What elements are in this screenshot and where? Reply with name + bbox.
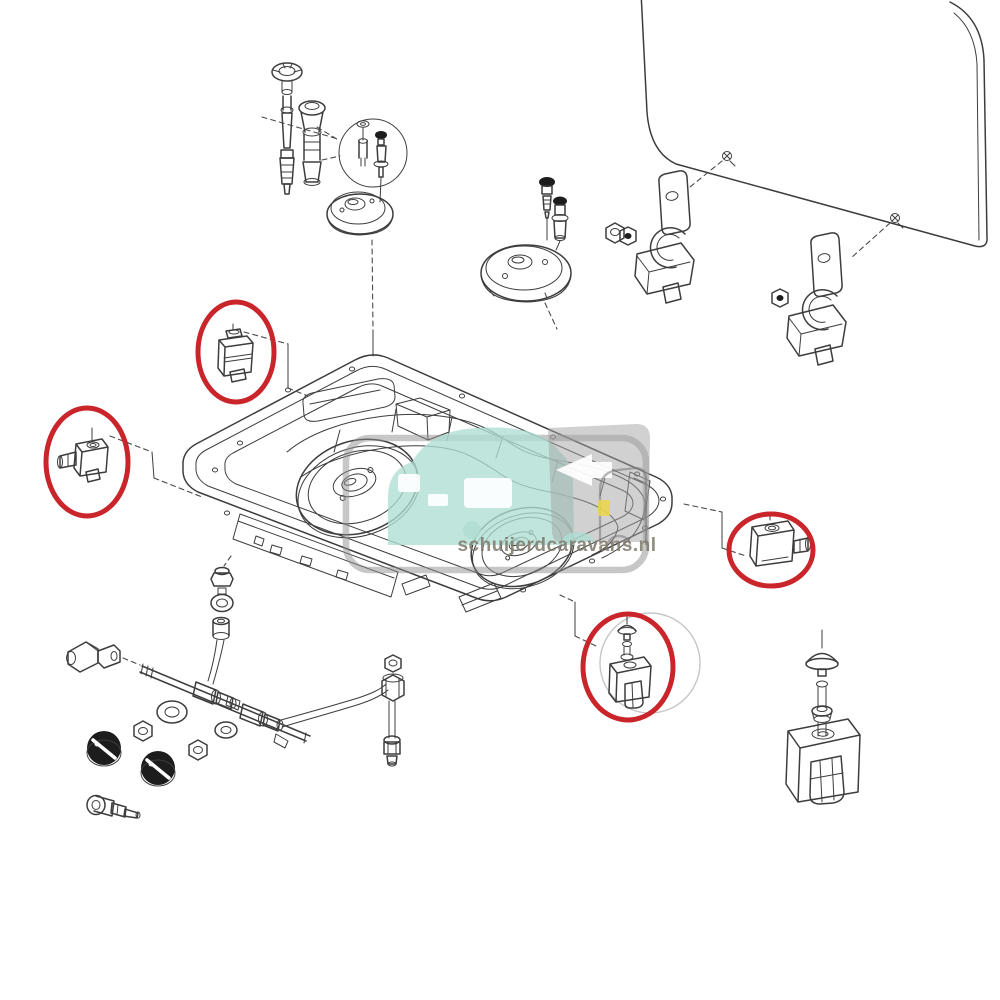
leader-bracket-left-corner	[151, 451, 155, 479]
jet-detail-circle	[338, 118, 408, 203]
gas-rail	[139, 663, 311, 744]
cap-nut	[210, 566, 234, 595]
leader-bracket-top	[243, 331, 309, 397]
lid-screw-2	[890, 213, 904, 229]
gas-tap-1	[192, 681, 237, 710]
leader-screw-2	[850, 222, 891, 259]
spark-plug-igniter	[86, 794, 141, 819]
injector	[551, 196, 569, 241]
lid-screw-1	[722, 151, 736, 167]
mounting-bracket-bottom	[608, 615, 652, 709]
gas-connector-nut	[381, 673, 405, 702]
highlight-mounting-bracket-left	[43, 405, 131, 519]
watermark: schuijerdcaravans.nl	[342, 424, 656, 574]
o-ring-small	[214, 721, 238, 739]
mounting-bracket-right	[749, 511, 811, 567]
leader-capnut	[223, 555, 232, 567]
leader-bracket-bottom	[559, 594, 597, 647]
watermark-text: schuijerdcaravans.nl	[457, 535, 656, 556]
jet-cap	[539, 177, 555, 219]
leader-head	[316, 126, 341, 161]
leader-jets	[546, 218, 561, 251]
leader-stem	[261, 116, 339, 140]
mounting-bracket-left	[57, 427, 109, 483]
gas-valve-stem	[279, 95, 295, 195]
gas-connector-fitting	[383, 735, 401, 767]
leader-disc-to-tray	[544, 302, 558, 330]
pipe-fitting	[207, 616, 230, 685]
burner-base-small	[326, 191, 394, 236]
leader-bracket-right	[683, 503, 747, 557]
burner-base-large	[480, 244, 572, 303]
lid-hinge-upper	[619, 170, 695, 304]
highlight-mounting-bracket-top	[195, 299, 277, 405]
hex-ring	[384, 654, 402, 673]
leader-bracket-left	[109, 435, 203, 498]
leader-screw-1	[689, 160, 723, 188]
lid-hinge-lower	[771, 232, 847, 366]
connector-pipe	[388, 700, 396, 739]
igniter-electrode	[356, 120, 370, 167]
leader-circle-to-tray	[371, 239, 374, 331]
piezo-igniter-assembly	[785, 629, 861, 805]
mounting-bracket-top	[217, 323, 254, 383]
gas-branch-pipe	[280, 683, 389, 728]
highlight-mounting-bracket-right	[726, 511, 816, 589]
highlight-circles	[43, 299, 816, 723]
control-knob-2	[140, 751, 176, 787]
highlight-mounting-bracket-bottom	[580, 611, 676, 723]
burner-cap	[271, 62, 303, 95]
burner-head	[298, 100, 326, 186]
hex-nut-1	[133, 720, 153, 742]
leader-elbow	[122, 657, 141, 666]
hex-nut-burner	[605, 222, 625, 244]
glass-lid	[640, 0, 988, 248]
washer-ring	[210, 593, 234, 613]
gas-tap-2	[239, 703, 289, 749]
elbow-fitting	[66, 641, 121, 673]
caravan-logo	[388, 424, 650, 546]
o-ring-large	[156, 700, 188, 724]
hex-nut-2	[188, 739, 208, 761]
thermocouple	[373, 131, 389, 178]
control-knob-1	[86, 731, 122, 767]
